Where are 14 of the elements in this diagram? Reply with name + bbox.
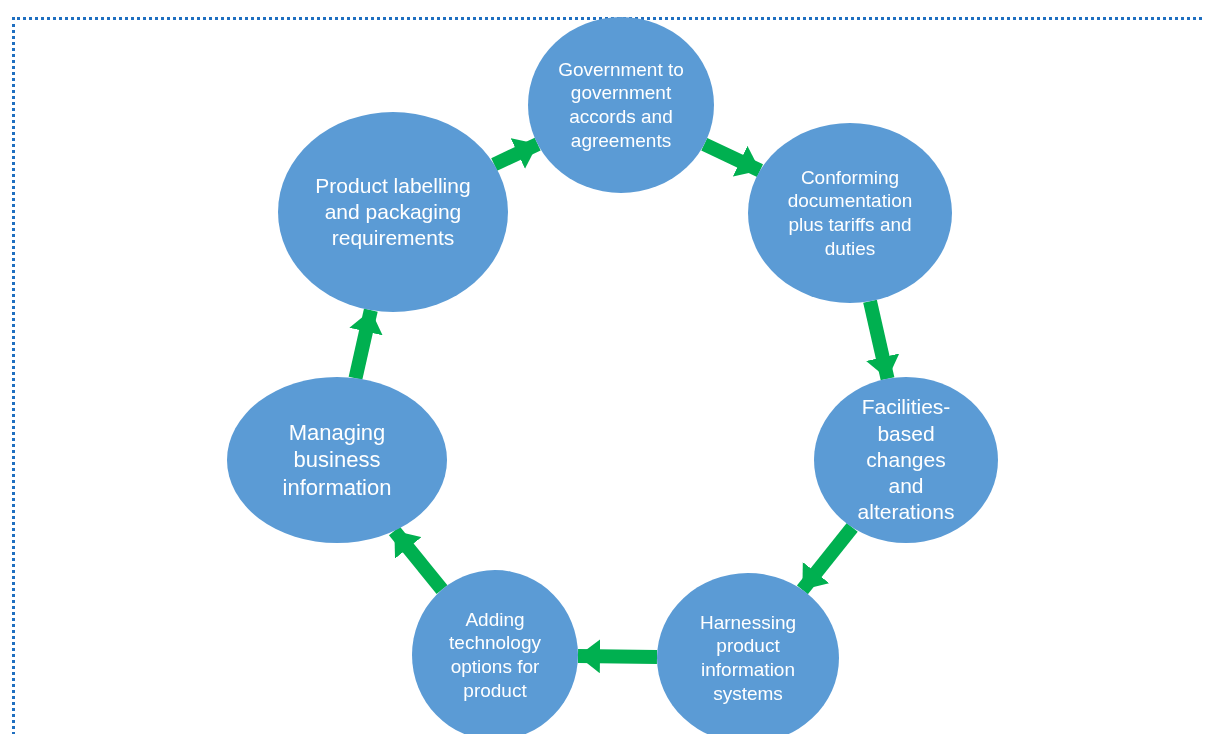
block-arrow	[577, 639, 658, 674]
node-label: Government to government accords and agreements	[557, 57, 685, 153]
block-arrow	[388, 526, 448, 594]
node-label: Harnessing product information systems	[698, 610, 798, 706]
block-arrow	[491, 137, 541, 171]
block-arrow	[701, 137, 764, 177]
node-label: Adding technology options for product	[448, 607, 542, 703]
node-label: Managing business information	[281, 418, 393, 502]
block-arrow	[348, 308, 383, 380]
node-label: Product labelling and packaging requirements	[314, 172, 472, 252]
block-arrow	[796, 523, 858, 595]
block-arrow	[863, 299, 900, 381]
node-label: Conforming documentation plus tariffs and duties	[786, 165, 914, 261]
node-label: Facilities-based changes and alterations	[856, 394, 956, 526]
